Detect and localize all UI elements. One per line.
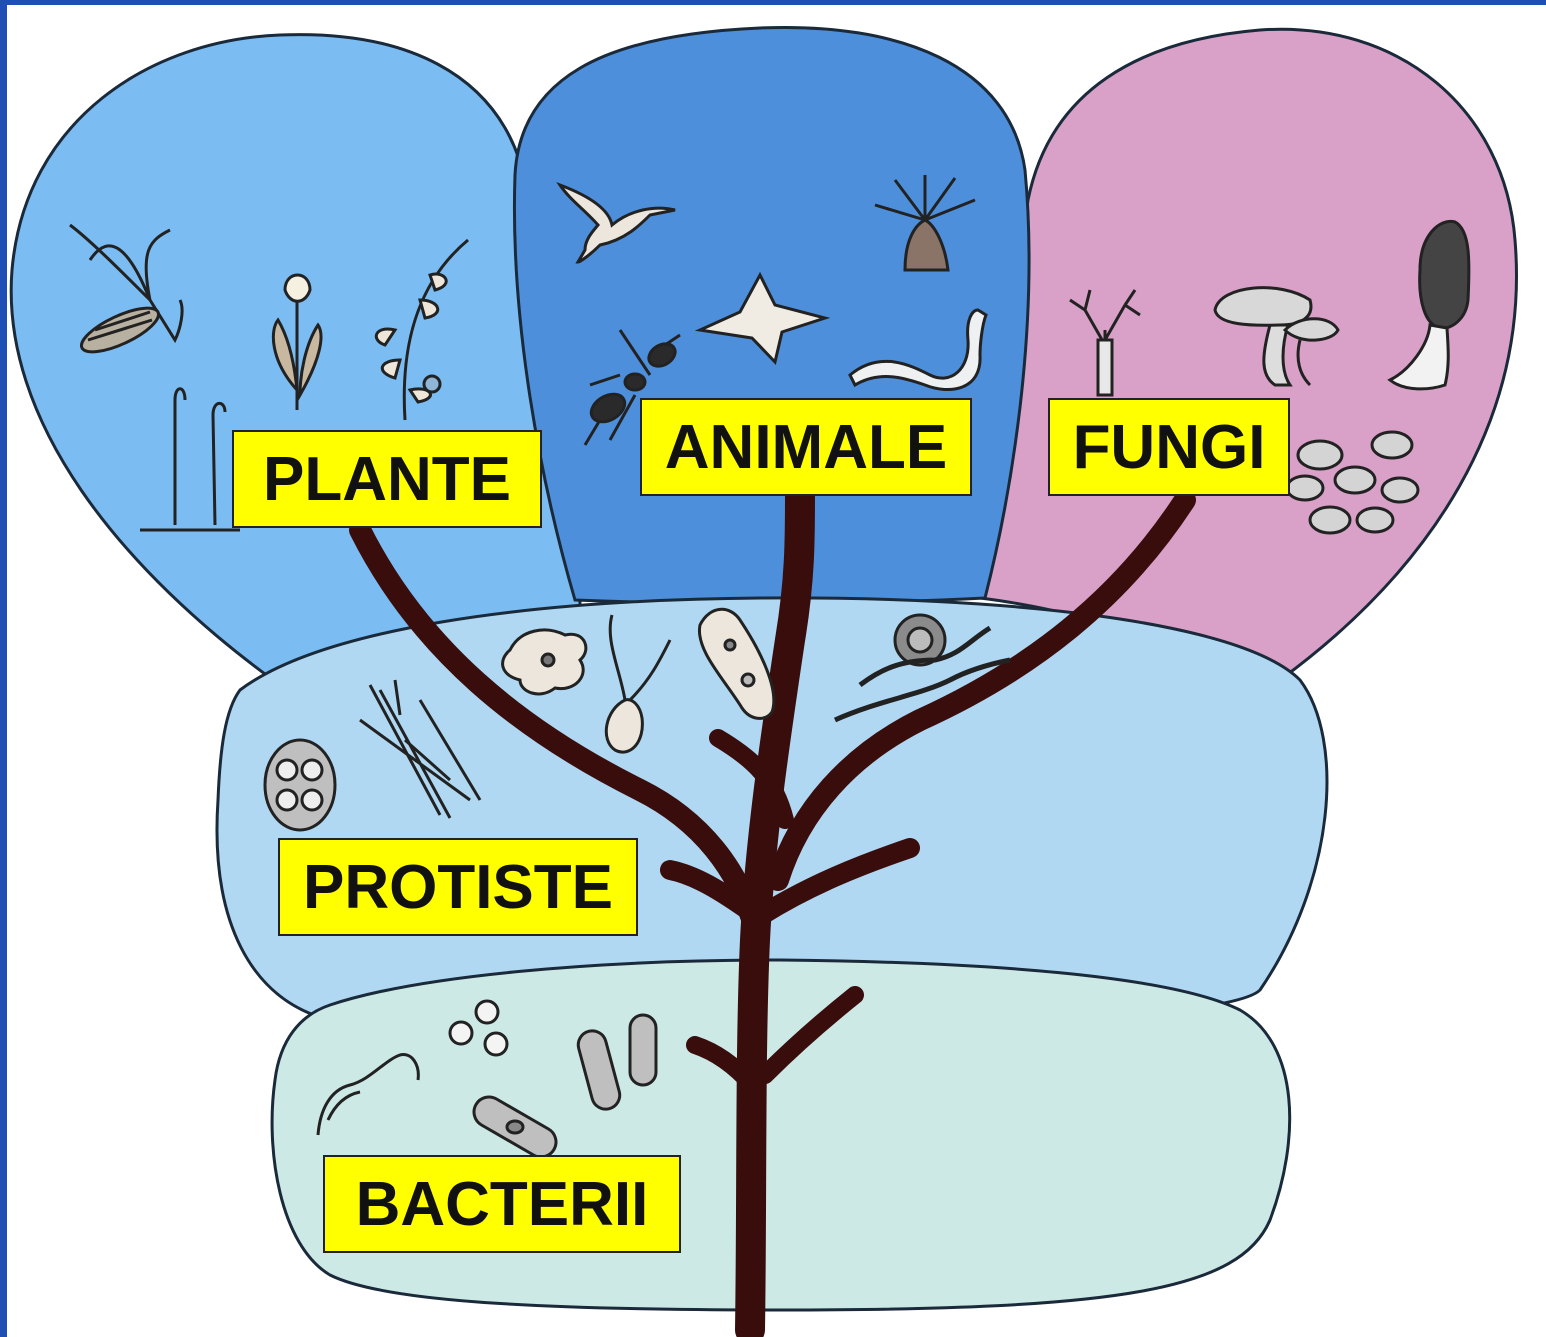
label-plante: PLANTE — [232, 430, 542, 528]
label-animale: ANIMALE — [640, 398, 972, 496]
label-protiste: PROTISTE — [278, 838, 638, 936]
label-bacterii: BACTERII — [323, 1155, 681, 1253]
bacterii-region — [272, 960, 1290, 1310]
cell-cluster-icon — [265, 740, 335, 830]
label-fungi: FUNGI — [1048, 398, 1290, 496]
